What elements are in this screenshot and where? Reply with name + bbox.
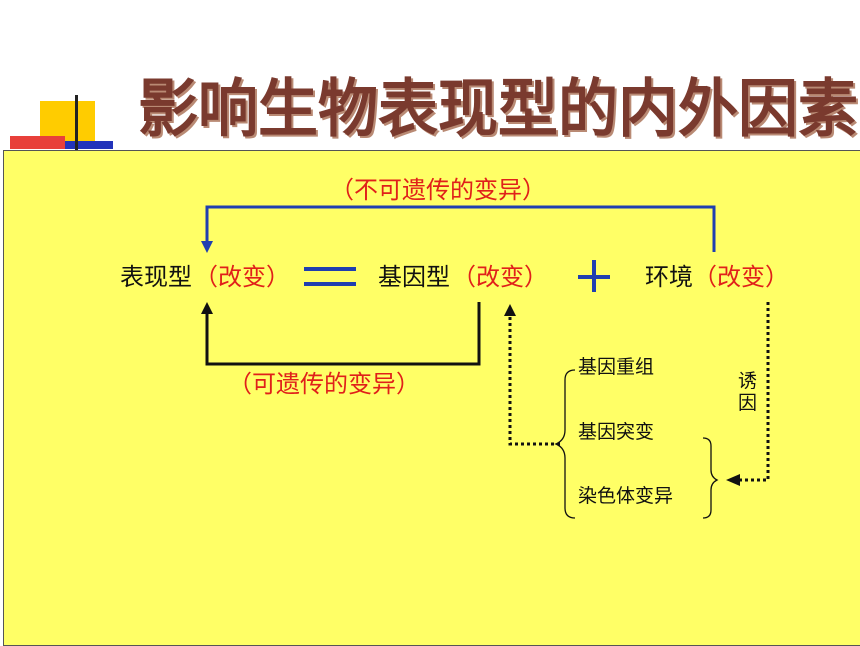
dotted-arrowhead-environment bbox=[726, 474, 740, 486]
black-arrow-line bbox=[205, 302, 481, 366]
genotype-label: 基因型 bbox=[378, 263, 450, 291]
plus-vertical bbox=[592, 260, 596, 292]
genotype-change-label: （改变） bbox=[452, 263, 548, 291]
source-gene-mutation: 基因突变 bbox=[578, 421, 655, 443]
blue-arrowhead bbox=[201, 241, 213, 253]
phenotype-change-label: （改变） bbox=[194, 263, 290, 291]
equals-bar-top bbox=[304, 267, 356, 271]
bottom-arrow-label: （可遗传的变异） bbox=[228, 370, 420, 398]
source-gene-recombination: 基因重组 bbox=[578, 356, 655, 378]
phenotype-label: 表现型 bbox=[120, 263, 192, 291]
decor-vertical-line bbox=[75, 95, 78, 150]
left-brace bbox=[554, 369, 576, 519]
page-title: 影响生物表现型的内外因素 bbox=[138, 72, 858, 147]
black-arrowhead bbox=[201, 302, 213, 314]
source-chromosome-variation: 染色体变异 bbox=[578, 485, 674, 507]
environment-label: 环境 bbox=[645, 263, 693, 291]
dotted-arrow-genotype bbox=[508, 314, 560, 446]
right-brace bbox=[702, 437, 719, 519]
decor-blue-bar bbox=[65, 141, 113, 149]
environment-change-label: （改变） bbox=[693, 263, 789, 291]
induce-label: 诱因 bbox=[738, 370, 758, 414]
dotted-arrow-environment bbox=[738, 302, 770, 482]
top-arrow-label: （不可遗传的变异） bbox=[330, 176, 546, 204]
diagram-panel bbox=[3, 150, 860, 646]
decor-red-bar bbox=[10, 136, 65, 149]
equals-bar-bottom bbox=[304, 282, 356, 286]
dotted-arrowhead-genotype bbox=[504, 304, 516, 316]
blue-arrow-line bbox=[205, 205, 716, 252]
